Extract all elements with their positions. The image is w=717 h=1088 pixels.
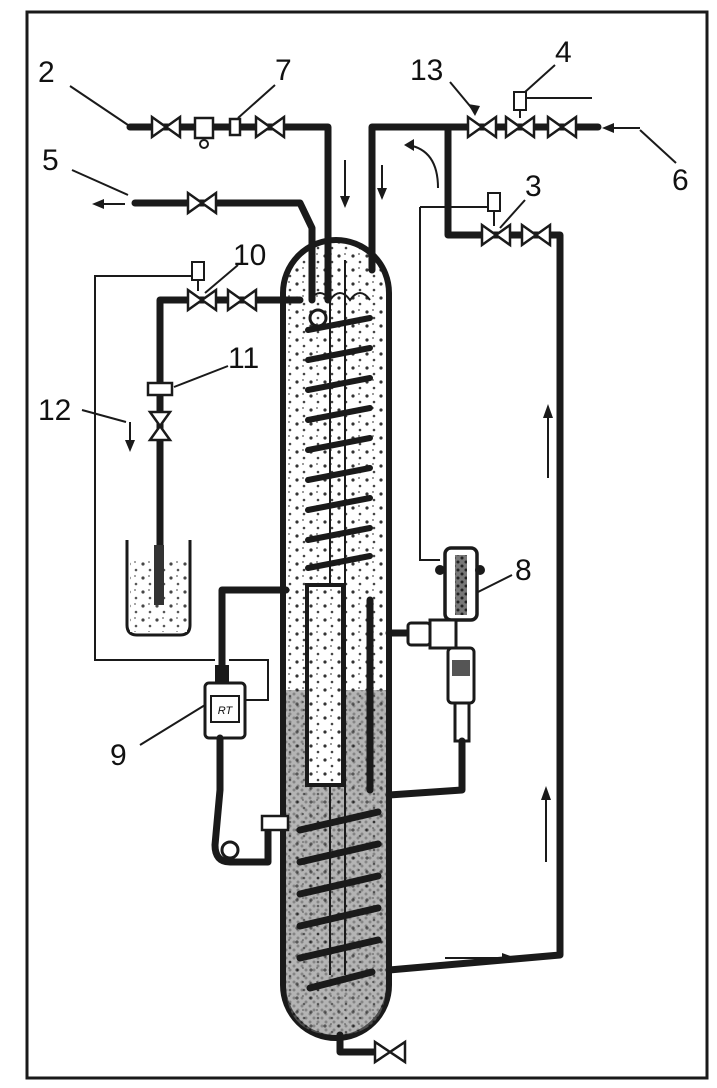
callout-7: 7 [237, 54, 292, 119]
callout-13: 13 [410, 54, 480, 116]
reactor-column [280, 237, 392, 1041]
recorder-label: RT [218, 705, 234, 717]
label-11: 11 [228, 342, 259, 375]
outlet-line-5 [131, 199, 316, 304]
label-3: 3 [525, 170, 542, 203]
callout-2: 2 [38, 56, 129, 126]
filter-11 [146, 381, 174, 397]
level-gauge-8 [385, 546, 485, 799]
callout-5: 5 [42, 144, 129, 196]
solenoid-valve-10 [186, 261, 258, 313]
valve-6 [546, 114, 578, 140]
label-8: 8 [515, 554, 532, 587]
callout-6: 6 [639, 129, 689, 197]
filter-2 [193, 116, 215, 140]
valve-2a [150, 114, 182, 140]
lower-coil [296, 808, 382, 992]
drain-pipe [336, 1031, 379, 1056]
valve-5 [186, 190, 218, 216]
callout-8: 8 [477, 554, 532, 593]
label-13: 13 [410, 54, 443, 87]
inner-insert [305, 583, 345, 787]
sample-beaker [125, 540, 192, 637]
callout-10: 10 [204, 239, 266, 294]
label-5: 5 [42, 144, 59, 177]
label-6: 6 [672, 164, 689, 197]
callout-9: 9 [110, 704, 206, 772]
inlet-line-6 [368, 123, 602, 274]
solenoid-valve-3 [480, 192, 552, 248]
solenoid-valve-4 [504, 91, 536, 140]
callout-3: 3 [499, 170, 542, 229]
label-12: 12 [38, 394, 71, 427]
label-10: 10 [233, 239, 266, 272]
callout-12: 12 [38, 394, 127, 427]
upper-coil [305, 315, 373, 571]
flowmeter-7 [228, 117, 242, 137]
label-2: 2 [38, 56, 55, 89]
label-7: 7 [275, 54, 292, 87]
label-9: 9 [110, 739, 127, 772]
drain-valve [373, 1039, 407, 1065]
valve-12 [147, 410, 173, 442]
callout-4: 4 [524, 36, 572, 93]
callout-11: 11 [173, 342, 259, 388]
valve-2b [254, 114, 286, 140]
label-4: 4 [555, 36, 572, 69]
valve-13 [466, 114, 498, 140]
diagram-frame [25, 10, 709, 1080]
